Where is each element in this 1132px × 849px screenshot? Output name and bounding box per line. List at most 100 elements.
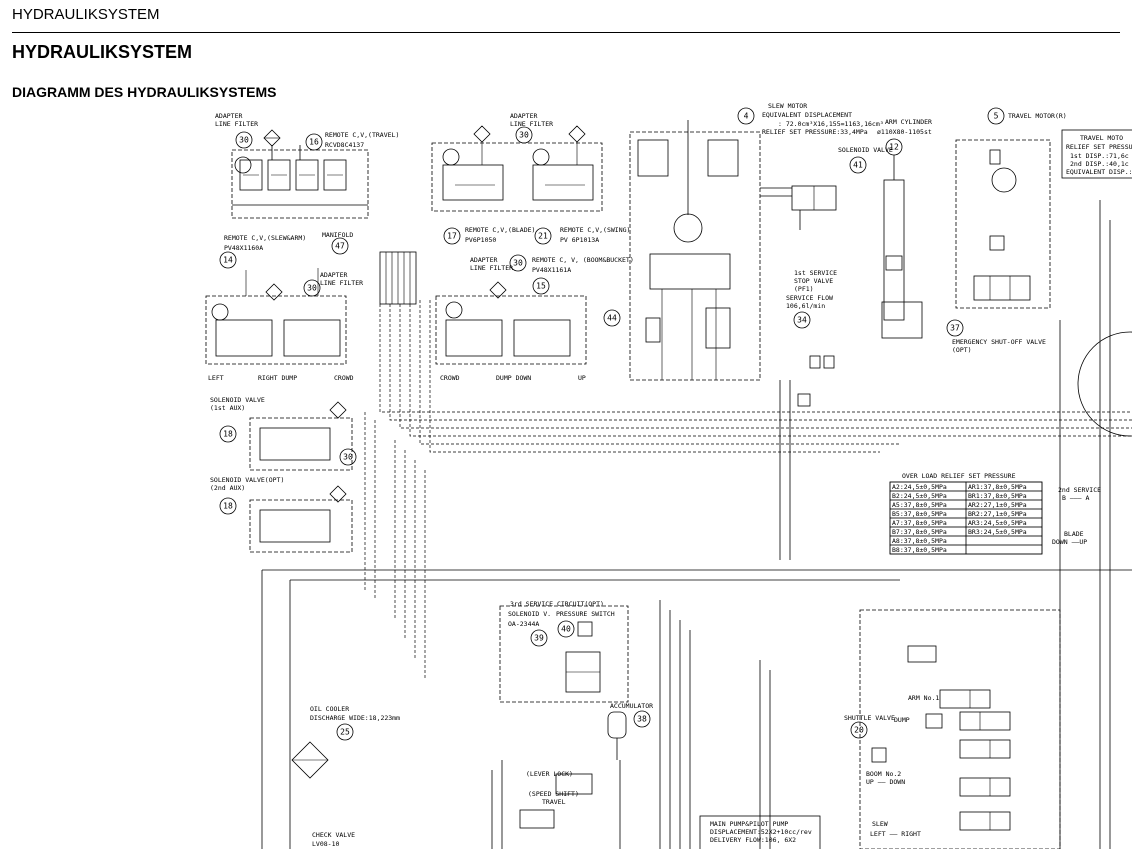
svg-text:14: 14 bbox=[223, 256, 233, 265]
svg-text:44: 44 bbox=[607, 314, 617, 323]
solenoid-v-label: SOLENOID V. bbox=[508, 610, 551, 618]
travel-motor-r-group bbox=[955, 139, 1051, 309]
relief-table-cell-border bbox=[965, 544, 1043, 555]
manifold-47 bbox=[379, 251, 417, 305]
relief-table-cell: AR1:37,8±0,5MPa bbox=[968, 483, 1027, 491]
callout-25: 25 bbox=[336, 723, 354, 741]
callout-16: 16 bbox=[305, 133, 323, 151]
svg-text:12: 12 bbox=[889, 143, 899, 152]
pilot-line-bundle bbox=[364, 300, 1132, 680]
arm-cylinder-12 bbox=[881, 155, 923, 339]
slew-motor-group bbox=[629, 120, 761, 381]
relief-table-cell: AR3:24,5±0,5MPa bbox=[968, 519, 1027, 527]
remote-cv-travel-code: RCVD8C4137 bbox=[325, 141, 364, 149]
label-crowd: CROWD bbox=[334, 374, 354, 382]
callout-30d: 30 bbox=[509, 254, 527, 272]
delivery-label: DELIVERY FLOW:106, 6X2 bbox=[710, 836, 796, 844]
lever-lock-valves bbox=[491, 760, 621, 849]
travel-moto-label: TRAVEL MOTO bbox=[1080, 134, 1123, 142]
svg-text:30: 30 bbox=[519, 131, 529, 140]
remote-cv-boom-label: REMOTE C, V, (BOOM&BUCKET) bbox=[532, 256, 634, 264]
callout-15: 15 bbox=[532, 277, 550, 295]
relief-table-cell: BR1:37,8±0,5MPa bbox=[968, 492, 1027, 500]
relief-table-cell: B8:37,8±0,5MPa bbox=[892, 546, 947, 554]
boom-no2-label: BOOM No.2 bbox=[866, 770, 901, 778]
section-title: HYDRAULIKSYSTEM bbox=[12, 6, 160, 23]
callout-37: 37 bbox=[946, 319, 964, 337]
travel-motor-circle bbox=[1077, 331, 1132, 437]
solenoid-2nd-label: SOLENOID VALVE(OPT)(2nd AUX) bbox=[210, 476, 284, 492]
solenoid-2nd-aux bbox=[249, 485, 353, 553]
oil-cooler-label: OIL COOLER bbox=[310, 705, 349, 713]
slew-motor-label: SLEW MOTOR bbox=[768, 102, 807, 110]
arm-no1-label: ARM No.1 bbox=[908, 694, 939, 702]
solenoid-valve-label: SOLENOID VALVE bbox=[838, 146, 893, 154]
relief-table-cell: B2:24,5±0,5MPa bbox=[892, 492, 947, 500]
callout-30a: 30 bbox=[235, 131, 253, 149]
relief-table-cell: AR2:27,1±0,5MPa bbox=[968, 501, 1027, 509]
b-a-label: B ——— A bbox=[1062, 494, 1089, 502]
svg-text:30: 30 bbox=[239, 136, 249, 145]
disp1-label: 1st DISP.:71,6c bbox=[1070, 152, 1129, 160]
solenoid-1st-aux bbox=[249, 401, 353, 471]
solenoid-1st-label: SOLENOID VALVE(1st AUX) bbox=[210, 396, 265, 412]
main-pump-label: MAIN PUMP&PILOT PUMP bbox=[710, 820, 788, 828]
svg-text:40: 40 bbox=[561, 625, 571, 634]
svg-text:15: 15 bbox=[536, 282, 546, 291]
arm-cylinder-spec: ø110X80-1105st bbox=[877, 128, 932, 136]
svg-text:39: 39 bbox=[534, 634, 544, 643]
third-service-circuit bbox=[499, 605, 629, 703]
callout-30e: 30 bbox=[339, 448, 357, 466]
remote-cv-travel-label: REMOTE C,V,(TRAVEL) bbox=[325, 131, 399, 139]
label-up: UP bbox=[578, 374, 586, 382]
svg-text:20: 20 bbox=[854, 726, 864, 735]
slew-label: SLEW bbox=[872, 820, 888, 828]
remote-cv-boom-code: PV48X1161A bbox=[532, 266, 571, 274]
accumulator-label: ACCUMULATOR bbox=[610, 702, 653, 710]
svg-text:5: 5 bbox=[994, 112, 999, 121]
second-service-label: 2nd SERVICE bbox=[1058, 486, 1101, 494]
callout-40: 40 bbox=[557, 620, 575, 638]
arm-cylinder-label: ARM CYLINDER bbox=[885, 118, 932, 126]
down-up-label: DOWN ——UP bbox=[1052, 538, 1087, 546]
callout-30b: 30 bbox=[515, 126, 533, 144]
main-lines bbox=[261, 200, 1132, 849]
disp2-label: 2nd DISP.:40,1c bbox=[1070, 160, 1129, 168]
pressure-switch-label: PRESSURE SWITCH bbox=[556, 610, 615, 618]
relief-table-cell: B5:37,8±0,5MPa bbox=[892, 510, 947, 518]
svg-text:30: 30 bbox=[513, 259, 523, 268]
oa-code-label: OA-2344A bbox=[508, 620, 539, 628]
label-dump-down: DUMP DOWN bbox=[496, 374, 531, 382]
callout-41: 41 bbox=[849, 156, 867, 174]
svg-text:16: 16 bbox=[309, 138, 319, 147]
remote-cv-boom-group bbox=[435, 281, 587, 365]
svg-text:30: 30 bbox=[343, 453, 353, 462]
dump-label: DUMP bbox=[894, 716, 910, 724]
header-bar: HYDRAULIKSYSTEM bbox=[12, 6, 1120, 33]
callout-39: 39 bbox=[530, 629, 548, 647]
callout-34: 34 bbox=[793, 311, 811, 329]
svg-text:34: 34 bbox=[797, 316, 807, 325]
solenoid-valve-41 bbox=[760, 185, 837, 230]
shuttle-label: SHUTTLE VALVE bbox=[844, 714, 895, 722]
third-service-label: 3rd SERVICE CIRCUIT(OPT) bbox=[510, 600, 604, 608]
svg-text:30: 30 bbox=[307, 284, 317, 293]
discharge-label: DISCHARGE WIDE:18,223mm bbox=[310, 714, 400, 722]
svg-text:37: 37 bbox=[950, 324, 960, 333]
svg-text:18: 18 bbox=[223, 430, 233, 439]
page-title: HYDRAULIKSYSTEM bbox=[12, 42, 193, 62]
callout-12: 12 bbox=[885, 138, 903, 156]
callout-47: 47 bbox=[331, 237, 349, 255]
pump-disp-label: DISPLACEMENT:52X2+10cc/rev bbox=[710, 828, 812, 836]
remote-cv-slew-arm-label: REMOTE C,V,(SLEW&ARM) bbox=[224, 234, 306, 242]
slew-relief-label: RELIEF SET PRESSURE:33,4MPa bbox=[762, 128, 868, 136]
accumulator-38 bbox=[607, 711, 627, 760]
lever-lock-label: (LEVER LOCK) bbox=[526, 770, 573, 778]
check-valve-label: CHECK VALVE bbox=[312, 831, 355, 839]
equiv-disp-label: EQUIVALENT DISPLACEMENT bbox=[762, 111, 852, 119]
blade-label: BLADE bbox=[1064, 530, 1084, 538]
